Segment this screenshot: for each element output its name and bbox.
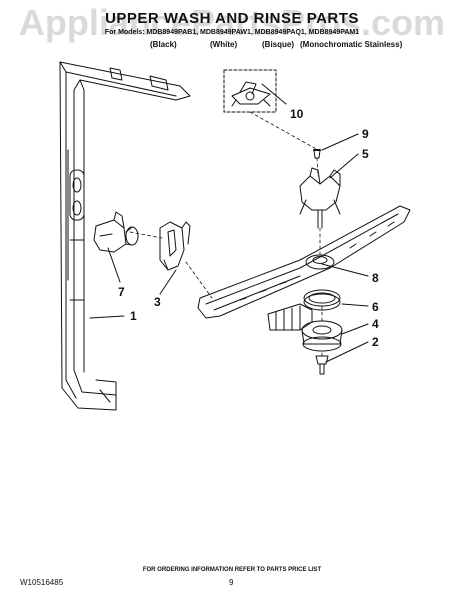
housing-nut-part (301, 320, 343, 352)
callout-7: 7 (118, 285, 125, 299)
screw-part (313, 149, 321, 159)
callout-10: 10 (290, 107, 304, 121)
upper-spray-arm-part (197, 205, 411, 319)
callout-8: 8 (372, 271, 379, 285)
tube-bracket-part (93, 211, 139, 253)
page-number: 9 (229, 578, 234, 587)
color-bisque: (Bisque) (262, 40, 294, 49)
top-spray-nozzle-part (223, 69, 277, 113)
color-white: (White) (210, 40, 238, 49)
callout-6: 6 (372, 300, 379, 314)
callout-4: 4 (372, 317, 379, 331)
ordering-note: FOR ORDERING INFORMATION REFER TO PARTS … (142, 567, 322, 573)
color-black: (Black) (150, 40, 177, 49)
callout-9: 9 (362, 127, 369, 141)
callout-leaders (89, 83, 369, 363)
document-number: W10516485 (20, 578, 64, 587)
alignment-lines (129, 111, 323, 357)
supply-tube-part (59, 61, 191, 411)
lower-feed-tube-part (267, 303, 313, 331)
models-line: For Models: MDB8949PAB1, MDB8949PAW1, MD… (104, 29, 360, 36)
callout-2: 2 (372, 335, 379, 349)
color-stainless: (Monochromatic Stainless) (300, 40, 403, 49)
spray-arm-manifold-part (299, 167, 341, 229)
clip-part (159, 221, 191, 271)
callout-numbers: 10 9 5 7 3 8 1 6 4 2 (118, 107, 379, 349)
callout-5: 5 (362, 147, 369, 161)
page-title: UPPER WASH AND RINSE PARTS (105, 10, 359, 27)
callout-3: 3 (154, 295, 161, 309)
bottom-screw-part (315, 355, 329, 375)
callout-1: 1 (130, 309, 137, 323)
